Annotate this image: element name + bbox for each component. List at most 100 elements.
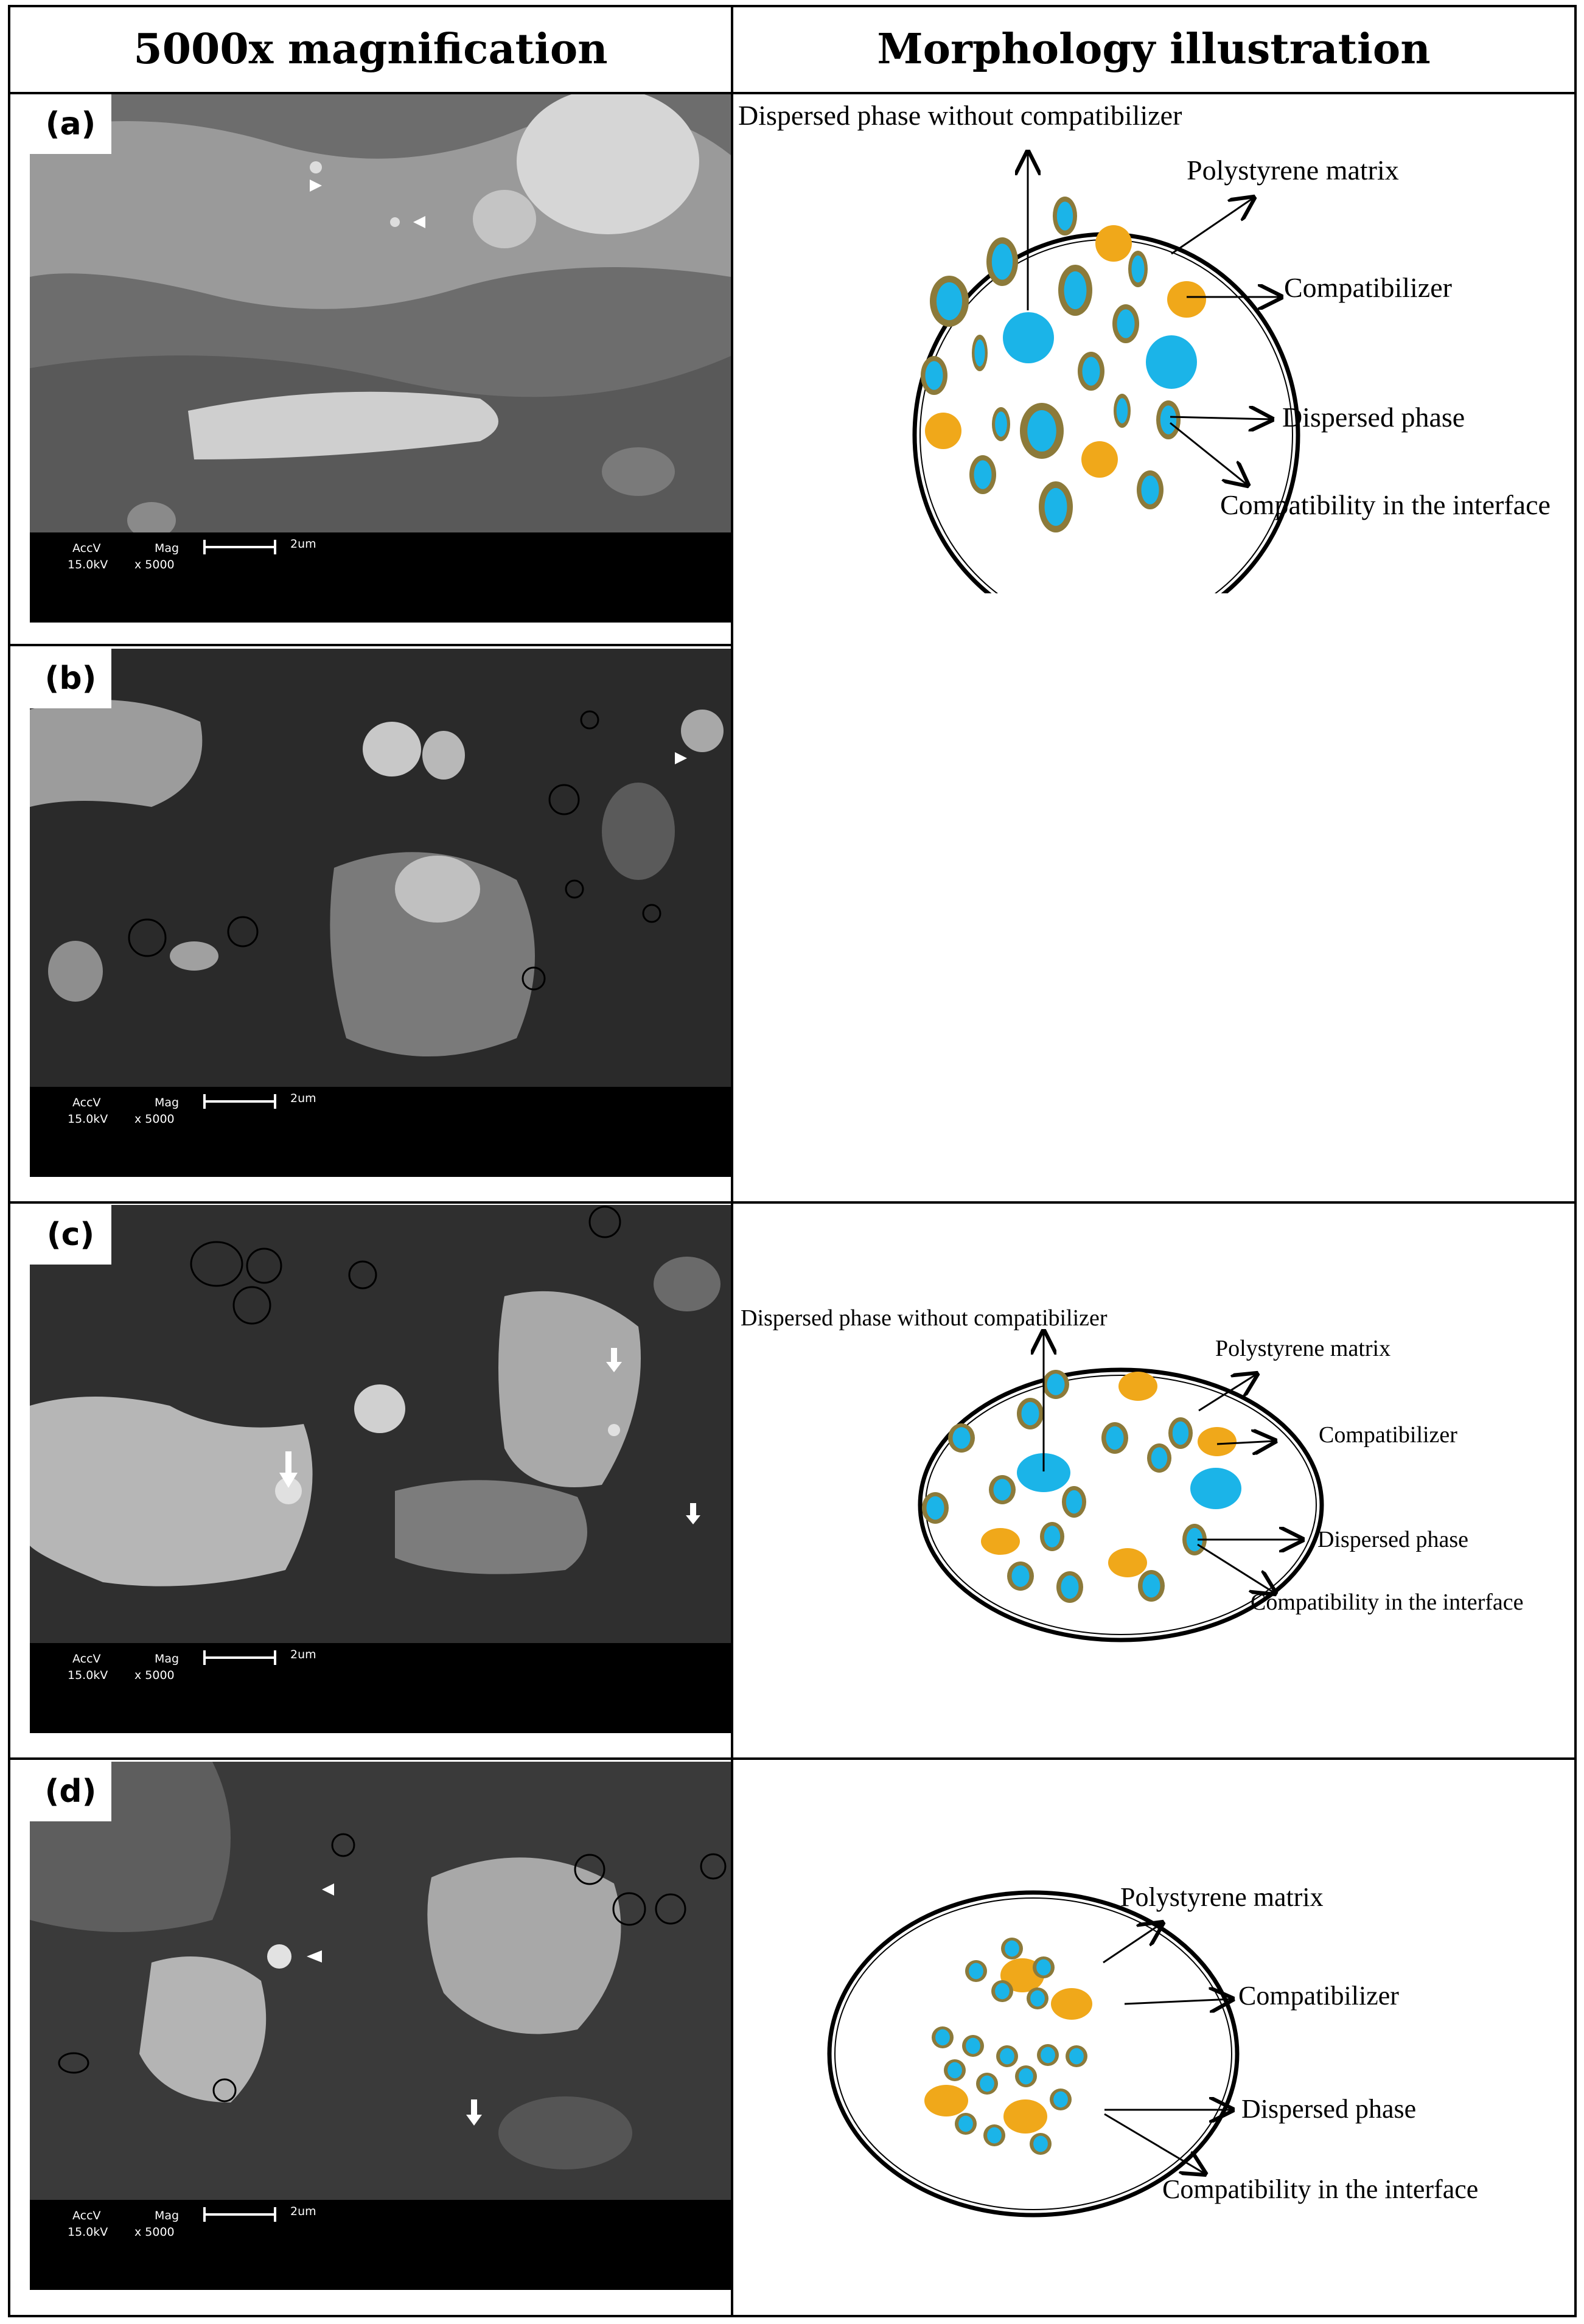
- dispersed-particle-core: [1172, 1421, 1189, 1445]
- dispersed-particle-core: [966, 2037, 980, 2054]
- dispersed-particle-core: [1117, 309, 1135, 338]
- panel-label-c: (c): [30, 1205, 111, 1265]
- dispersed-particle-core: [980, 2075, 994, 2092]
- dispersed-particle-core: [974, 460, 992, 489]
- mag-label: Mag: [155, 1096, 180, 1109]
- dispersed-particle-core: [969, 1963, 983, 1980]
- dispersed-particle-core: [1030, 1990, 1045, 2007]
- label-dispersed-c: Dispersed phase: [1317, 1527, 1468, 1552]
- sem-micrograph-a: [30, 94, 731, 532]
- dispersed-particle-core: [926, 1496, 944, 1520]
- sem-micrograph-d: [30, 1762, 731, 2200]
- sem-image-b: (b) AccV Mag 15.0kV x 5000 2um: [30, 649, 731, 1177]
- dispersed-particle-core: [947, 2062, 962, 2079]
- voltage-value: 15.0kV: [68, 558, 108, 571]
- dispersed-particle-core: [1066, 1490, 1083, 1514]
- compatibilizer-particle: [1095, 225, 1132, 262]
- sem-micrograph-b: [30, 649, 731, 1087]
- dispersed-particle-core: [1082, 357, 1100, 386]
- compatibilizer-particle: [1167, 281, 1206, 318]
- dispersed-particle-without-compatibilizer: [1017, 1453, 1070, 1492]
- panel-label-d: (d): [30, 1762, 111, 1821]
- sem-databar-c: AccV Mag 15.0kV x 5000 2um: [30, 1643, 731, 1733]
- compatibilizer-particle: [1051, 1988, 1092, 2020]
- dispersed-particle-core: [935, 2029, 950, 2046]
- voltage-value: 15.0kV: [68, 2225, 108, 2239]
- scale-bar: [203, 2207, 276, 2222]
- dispersed-particle-core: [1044, 487, 1067, 526]
- compatibilizer-particle: [1198, 1427, 1237, 1456]
- dispersed-particle-core: [1160, 405, 1177, 434]
- matrix-ellipse: [827, 1890, 1240, 2218]
- table-border-right: [1574, 5, 1577, 2317]
- table-border-top: [8, 5, 1577, 7]
- table-border-bottom: [8, 2315, 1577, 2317]
- compatibilizer-particle: [1108, 1548, 1147, 1577]
- sem-databar-a: AccV Mag 15.0kV x 5000 2um: [30, 532, 731, 623]
- accv-label: AccV: [72, 1652, 101, 1666]
- magnification-value: x 5000: [134, 558, 175, 571]
- dispersed-particle-core: [1036, 1959, 1051, 1976]
- header-magnification: 5000x magnification: [133, 24, 608, 74]
- magnification-value: x 5000: [134, 2225, 175, 2239]
- label-interface-a: Compatibility in the interface: [1220, 489, 1551, 520]
- dispersed-particle-core: [1047, 1373, 1065, 1395]
- label-dispersed-d: Dispersed phase: [1241, 2094, 1416, 2124]
- table-column-divider: [731, 5, 733, 2317]
- voltage-value: 15.0kV: [68, 1669, 108, 1682]
- dispersed-particle-core: [1011, 1565, 1030, 1587]
- dispersed-particle-core: [958, 2115, 973, 2132]
- sem-databar-d: AccV Mag 15.0kV x 5000 2um: [30, 2200, 731, 2290]
- label-dispersed-without-a: Dispersed phase without compatibilizer: [738, 100, 1182, 131]
- morphology-diagram-d: Polystyrene matrix Compatibilizer Disper…: [827, 1882, 1478, 2218]
- dispersed-particle-core: [1000, 2048, 1014, 2065]
- table-header-divider: [8, 92, 1577, 94]
- dispersed-particle-without-compatibilizer: [1146, 335, 1197, 389]
- label-matrix-a: Polystyrene matrix: [1187, 155, 1399, 186]
- dispersed-particle-core: [995, 411, 1007, 437]
- dispersed-particle-core: [1041, 2047, 1055, 2064]
- dispersed-particle-core: [925, 361, 943, 390]
- magnification-value: x 5000: [134, 1112, 175, 1126]
- dispersed-particle-core: [1056, 201, 1073, 231]
- sem-micrograph-c: [30, 1205, 731, 1643]
- dispersed-particle-core: [1005, 1940, 1019, 1957]
- label-compatibilizer-c: Compatibilizer: [1319, 1422, 1457, 1448]
- scale-label: 2um: [290, 2205, 316, 2218]
- dispersed-particle-core: [1033, 2135, 1048, 2152]
- scale-bar: [203, 1650, 276, 1665]
- dispersed-particle-core: [1061, 1575, 1079, 1599]
- row-divider-cd: [8, 1757, 1577, 1760]
- dispersed-particle-core: [1027, 410, 1056, 452]
- dispersed-particle-core: [1151, 1447, 1168, 1469]
- accv-label: AccV: [72, 542, 101, 555]
- dispersed-particle-without-compatibilizer: [1190, 1468, 1241, 1509]
- table-border-left: [8, 5, 10, 2317]
- dispersed-particle-core: [1106, 1426, 1124, 1450]
- dispersed-particle-core: [1064, 271, 1087, 310]
- label-interface-d: Compatibility in the interface: [1162, 2174, 1478, 2204]
- scale-label: 2um: [290, 1648, 316, 1661]
- morphology-diagram-a: Dispersed phase without compatibilizer P…: [738, 100, 1551, 593]
- panel-label-b: (b): [30, 649, 111, 708]
- compatibilizer-particle: [924, 2085, 968, 2116]
- matrix-circle: [912, 232, 1300, 593]
- label-dispersed-without-c: Dispersed phase without compatibilizer: [741, 1305, 1108, 1331]
- dispersed-particle-core: [987, 2127, 1002, 2144]
- dispersed-particle-core: [974, 339, 985, 367]
- mag-label: Mag: [155, 542, 180, 555]
- row-divider-bc: [8, 1201, 1577, 1204]
- dispersed-particle-core: [1141, 475, 1159, 504]
- dispersed-particle-core: [995, 1983, 1010, 2000]
- scale-bar: [203, 540, 276, 554]
- sem-databar-b: AccV Mag 15.0kV x 5000 2um: [30, 1087, 731, 1177]
- compatibilizer-particle: [981, 1528, 1020, 1555]
- magnification-value: x 5000: [134, 1669, 175, 1682]
- dispersed-particle-core: [1069, 2048, 1084, 2065]
- scale-label: 2um: [290, 537, 316, 551]
- dispersed-particle-core: [1131, 255, 1145, 283]
- header-morphology-illustration: Morphology illustration: [877, 24, 1431, 74]
- dispersed-particle-core: [991, 243, 1013, 280]
- label-interface-c: Compatibility in the interface: [1251, 1589, 1524, 1615]
- compatibilizer-particle: [1081, 441, 1118, 478]
